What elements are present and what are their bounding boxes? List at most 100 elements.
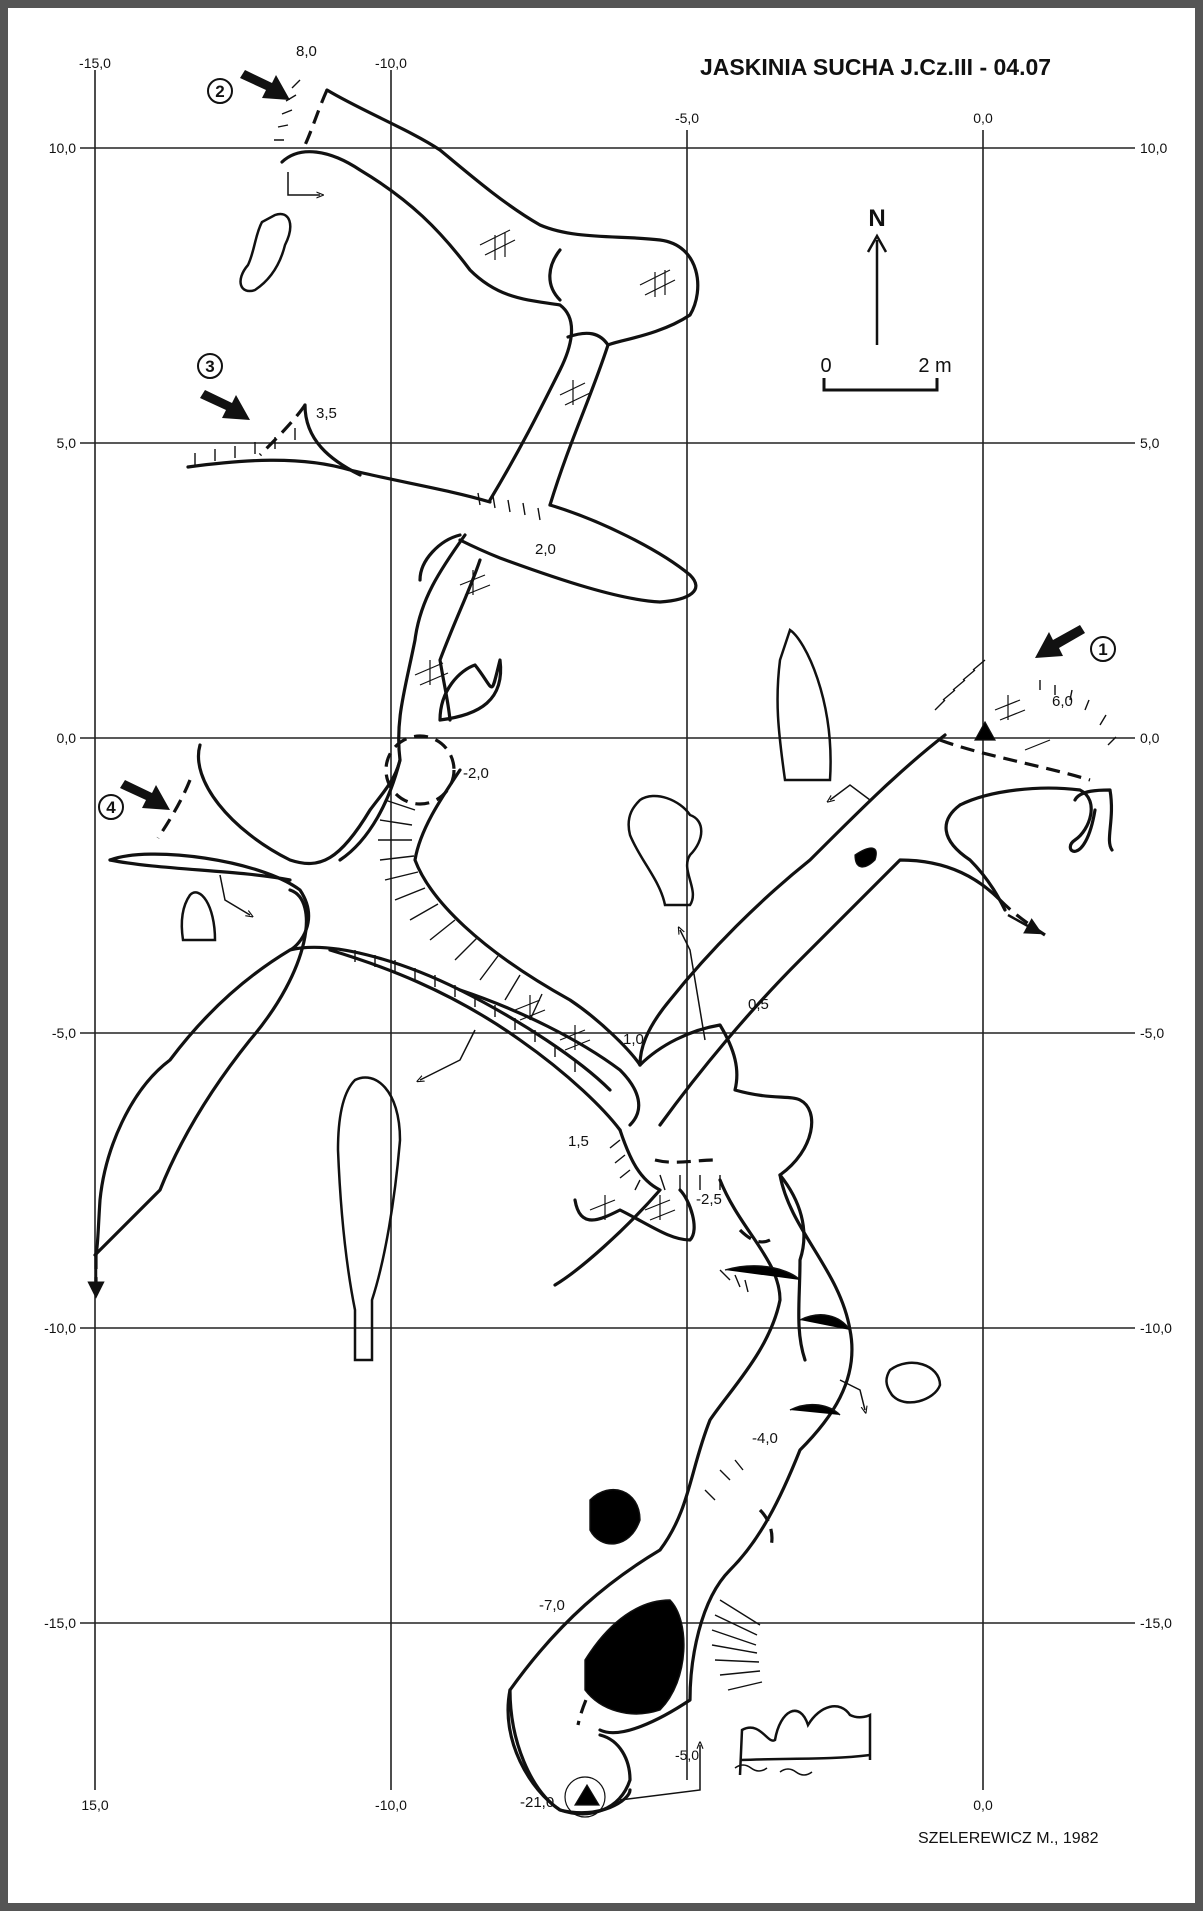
lower-chamber-west <box>553 1128 662 1287</box>
lower-chamber-east <box>778 1173 807 1362</box>
entrance-number: 4 <box>106 798 116 817</box>
entrance1-side-branch <box>958 786 1097 853</box>
south-passage-west <box>506 1178 782 1815</box>
x-bottom-label: -10,0 <box>375 1797 407 1813</box>
x-top-label: -15,0 <box>79 55 111 71</box>
section-5 <box>336 1076 402 1362</box>
section-reference-arrows <box>219 172 871 1801</box>
y-right-label: -15,0 <box>1140 1615 1172 1631</box>
section-7-floor <box>739 1753 871 1762</box>
depth-label: 6,0 <box>1052 693 1073 710</box>
entrance1-passage-north <box>638 733 947 1067</box>
north-label: N <box>868 205 885 232</box>
middle-neck <box>566 331 610 347</box>
section-1 <box>239 212 292 293</box>
west-branch-curve <box>93 888 308 1257</box>
central-descent-north <box>458 988 641 1127</box>
y-right-label: -10,0 <box>1140 1320 1172 1336</box>
depth-label: 1,0 <box>623 1031 644 1048</box>
coordinate-grid <box>80 70 1135 1790</box>
scale-bar: 0 2 m <box>820 355 952 392</box>
entrance-number: 2 <box>215 82 224 101</box>
junction-east-wall <box>413 768 642 1067</box>
x-bottom-label: -5,0 <box>675 1747 699 1763</box>
depth-label: 3,5 <box>316 405 337 422</box>
y-left-label: -15,0 <box>44 1615 76 1631</box>
cross-passage-east-south <box>418 533 462 582</box>
scale-end-label: 2 m <box>918 355 951 377</box>
map-title: JASKINIA SUCHA J.Cz.III - 04.07 <box>700 54 1051 80</box>
cave-passages <box>93 88 1114 1816</box>
entrance1-lower-branch <box>944 803 1007 912</box>
corridor-west-wall <box>338 533 467 862</box>
entrance-2-arrow <box>240 70 290 100</box>
section-2 <box>776 628 832 782</box>
south-chamber-outline <box>508 1688 632 1816</box>
depth-label: 0,5 <box>748 996 769 1013</box>
south-passage-east <box>598 1173 854 1735</box>
central-descent-south <box>328 948 622 1132</box>
entrance1-east-lobe <box>1073 788 1114 852</box>
depth-labels: 8,0 3,5 2,0 -2,0 6,0 0,5 1,0 1,5 -2,5 -4… <box>296 43 1073 1811</box>
entrance-number: 1 <box>1098 640 1107 659</box>
lower-chamber-south <box>573 1188 696 1242</box>
west-branch-north <box>108 858 292 882</box>
cross-passage-north-wall <box>186 458 492 504</box>
depth-label: -4,0 <box>752 1430 778 1447</box>
junction-west-wall <box>196 743 402 865</box>
y-left-label: -10,0 <box>44 1320 76 1336</box>
x-top-label: -5,0 <box>675 110 699 126</box>
continuation-arrows <box>87 913 1043 1299</box>
entrance-markers: 2 3 4 1 <box>98 78 1116 820</box>
x-bottom-label: 15,0 <box>81 1797 108 1813</box>
north-arrow: N <box>866 205 888 345</box>
corridor-east-wall <box>438 558 482 722</box>
y-right-label: 10,0 <box>1140 140 1167 156</box>
upper-chamber-neck <box>548 248 562 302</box>
cross-passage-east-north <box>458 503 698 604</box>
section-3 <box>627 794 703 907</box>
section-7 <box>738 1705 872 1776</box>
section-7-waves <box>734 1764 813 1776</box>
entrance-arrows <box>120 70 1085 810</box>
entrance-number: 3 <box>205 357 214 376</box>
cross-passage-far-wall <box>303 403 362 477</box>
y-left-label: -5,0 <box>52 1025 76 1041</box>
side-spur <box>438 658 503 722</box>
upper-passage-north-wall <box>325 88 700 507</box>
depth-label: 2,0 <box>535 541 556 558</box>
depth-label: -7,0 <box>539 1597 565 1614</box>
south-west-branch <box>94 948 292 1257</box>
y-left-label: 5,0 <box>57 435 77 451</box>
scale-start-label: 0 <box>820 355 831 377</box>
depth-label: -2,5 <box>696 1191 722 1208</box>
entrance-1-arrow <box>1035 625 1085 658</box>
grid-labels: -15,0 -10,0 -5,0 0,0 15,0 -10,0 -5,0 0,0… <box>44 55 1172 1813</box>
upper-passage-south-wall <box>280 150 574 502</box>
section-4 <box>180 891 217 942</box>
y-left-label: 0,0 <box>57 730 77 746</box>
entrance1-passage-south <box>658 858 1002 1127</box>
section-6 <box>885 1361 942 1404</box>
y-right-label: 0,0 <box>1140 730 1160 746</box>
map-author: SZELEREWICZ M., 1982 <box>918 1830 1099 1847</box>
cross-sections <box>180 212 942 1776</box>
x-bottom-label: 0,0 <box>973 1797 993 1813</box>
entrance-3-arrow <box>200 390 250 420</box>
y-right-label: 5,0 <box>1140 435 1160 451</box>
x-top-label: -10,0 <box>375 55 407 71</box>
depth-label: -2,0 <box>463 765 489 782</box>
ground-markings <box>414 229 1051 1818</box>
x-top-label: 0,0 <box>973 110 993 126</box>
y-left-label: 10,0 <box>49 140 76 156</box>
junction-south-wall <box>108 852 612 1092</box>
depth-label: 8,0 <box>296 43 317 60</box>
depth-label: -21,0 <box>520 1794 554 1811</box>
entrance-4-arrow <box>120 780 170 810</box>
depth-label: 1,5 <box>568 1133 589 1150</box>
y-right-label: -5,0 <box>1140 1025 1164 1041</box>
lower-chamber-north <box>638 1023 814 1177</box>
hachures <box>194 79 1117 1715</box>
